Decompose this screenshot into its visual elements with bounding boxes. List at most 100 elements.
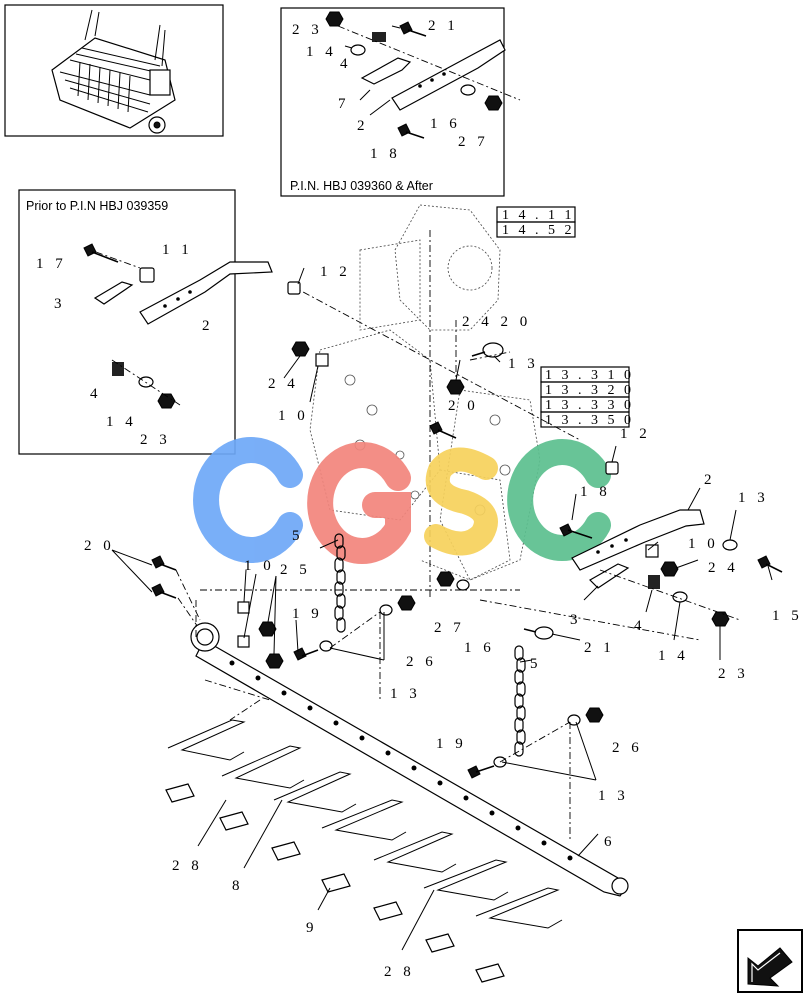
spacer-icon bbox=[139, 267, 155, 283]
watermark-letter-s bbox=[424, 447, 498, 556]
callout: 1 9 bbox=[436, 736, 467, 752]
washer-icon bbox=[567, 714, 581, 726]
inset-prior-title: Prior to P.I.N HBJ 039359 bbox=[26, 199, 168, 213]
nut-icon bbox=[436, 571, 455, 587]
callout: 1 1 bbox=[162, 242, 193, 258]
callout: 1 5 bbox=[772, 608, 803, 624]
overview-thumbnail bbox=[4, 4, 224, 137]
center-hardware bbox=[287, 281, 619, 539]
callout: 4 bbox=[634, 618, 646, 634]
inset-after: P.I.N. HBJ 039360 & After 2 3 2 1 1 4 4 … bbox=[280, 7, 521, 197]
bracket-3-right bbox=[589, 563, 630, 589]
inset-after-title: P.I.N. HBJ 039360 & After bbox=[290, 179, 433, 193]
bolt-icon bbox=[151, 555, 177, 571]
callout: 2 7 bbox=[434, 620, 465, 636]
tube-6 bbox=[190, 600, 629, 897]
callout: 4 bbox=[90, 386, 102, 402]
callout: 1 4 bbox=[306, 44, 337, 60]
nut-icon bbox=[660, 561, 679, 577]
bracket-3 bbox=[93, 281, 134, 305]
callout: 1 2 bbox=[620, 426, 651, 442]
callout: 2 0 bbox=[84, 538, 115, 554]
callout: 2 3 bbox=[718, 666, 749, 682]
callout: 5 bbox=[292, 528, 304, 544]
callout: 1 0 bbox=[244, 558, 275, 574]
callout: 1 4 bbox=[658, 648, 689, 664]
callout: 1 7 bbox=[36, 256, 67, 272]
callout: 9 bbox=[306, 920, 318, 936]
ref-label: 1 3 . 3 1 0 bbox=[545, 368, 634, 383]
callout: 6 bbox=[604, 834, 616, 850]
callout: 1 8 bbox=[370, 146, 401, 162]
washer-icon bbox=[379, 604, 393, 616]
callout: 1 6 bbox=[430, 116, 461, 132]
square-nut-icon bbox=[645, 544, 659, 558]
reference-box-13: 1 3 . 3 1 0 1 3 . 3 2 0 1 3 . 3 3 0 1 3 … bbox=[540, 366, 634, 428]
callout: 2 7 bbox=[458, 134, 489, 150]
nut-icon bbox=[585, 707, 604, 723]
callout: 2 4 bbox=[708, 560, 739, 576]
carriage-bolt-icon bbox=[523, 626, 554, 640]
callout: 5 bbox=[530, 656, 542, 672]
bolt-icon bbox=[559, 523, 593, 539]
left-hardware bbox=[151, 555, 604, 840]
spring-icon bbox=[648, 575, 660, 589]
bolt-icon bbox=[757, 555, 783, 573]
bolt-icon bbox=[467, 765, 495, 779]
bolt-icon bbox=[397, 123, 425, 139]
callout: 1 9 bbox=[292, 606, 323, 622]
nut-icon bbox=[484, 95, 503, 111]
watermark bbox=[193, 437, 611, 564]
callout: 2 1 bbox=[428, 18, 459, 34]
washer-icon bbox=[350, 44, 366, 56]
callout: 2 3 bbox=[292, 22, 323, 38]
ref-label: 1 4 . 1 1 bbox=[502, 208, 575, 223]
inset-prior: Prior to P.I.N HBJ 039359 1 7 1 1 3 2 4 … bbox=[18, 189, 273, 455]
callout: 1 0 bbox=[278, 408, 309, 424]
carriage-bolt-icon bbox=[471, 342, 504, 358]
callout: 1 2 bbox=[320, 264, 351, 280]
callout: 2 1 bbox=[584, 640, 615, 656]
callout: 2 bbox=[202, 318, 214, 334]
callout: 1 3 bbox=[390, 686, 421, 702]
callout: 8 bbox=[232, 878, 244, 894]
arm-2 bbox=[391, 39, 506, 111]
callout: 2 8 bbox=[172, 858, 203, 874]
callout: 3 bbox=[570, 612, 582, 628]
bracket-7 bbox=[360, 57, 412, 85]
nut-icon bbox=[711, 611, 730, 627]
ref-label: 1 3 . 3 5 0 bbox=[545, 413, 634, 428]
leader-lines bbox=[111, 267, 773, 951]
callout: 2 4 bbox=[268, 376, 299, 392]
watermark-letter-c2 bbox=[507, 439, 611, 561]
back-arrow-icon[interactable] bbox=[737, 929, 803, 993]
baler-overview-image bbox=[51, 9, 176, 134]
nut-icon bbox=[258, 621, 277, 637]
right-arm-assembly bbox=[523, 509, 783, 640]
callout: 1 8 bbox=[580, 484, 611, 500]
callout: 1 3 bbox=[508, 356, 539, 372]
ref-label: 1 4 . 5 2 bbox=[502, 223, 575, 238]
callout: 2 0 bbox=[448, 398, 479, 414]
clips-9 bbox=[165, 783, 505, 983]
nut-icon bbox=[157, 393, 176, 409]
callout: 2 bbox=[704, 472, 716, 488]
arm-2 bbox=[139, 261, 273, 325]
washer-icon bbox=[319, 640, 333, 652]
callout: 1 4 bbox=[106, 414, 137, 430]
washer-icon bbox=[456, 579, 470, 591]
callout: 3 bbox=[54, 296, 66, 312]
bolt-icon bbox=[429, 421, 457, 439]
ref-label: 1 3 . 3 2 0 bbox=[545, 383, 634, 398]
callout: 4 bbox=[340, 56, 352, 72]
watermark-letter-c bbox=[193, 437, 303, 563]
callout: 2 3 bbox=[140, 432, 171, 448]
spacer-icon bbox=[287, 281, 301, 295]
callout: 2 6 bbox=[406, 654, 437, 670]
tines-8 bbox=[167, 719, 563, 929]
callout: 7 bbox=[338, 96, 350, 112]
spring-icon bbox=[372, 32, 386, 42]
washer-icon bbox=[460, 84, 476, 96]
square-nut-icon bbox=[237, 601, 250, 614]
callout: 1 3 bbox=[738, 490, 769, 506]
